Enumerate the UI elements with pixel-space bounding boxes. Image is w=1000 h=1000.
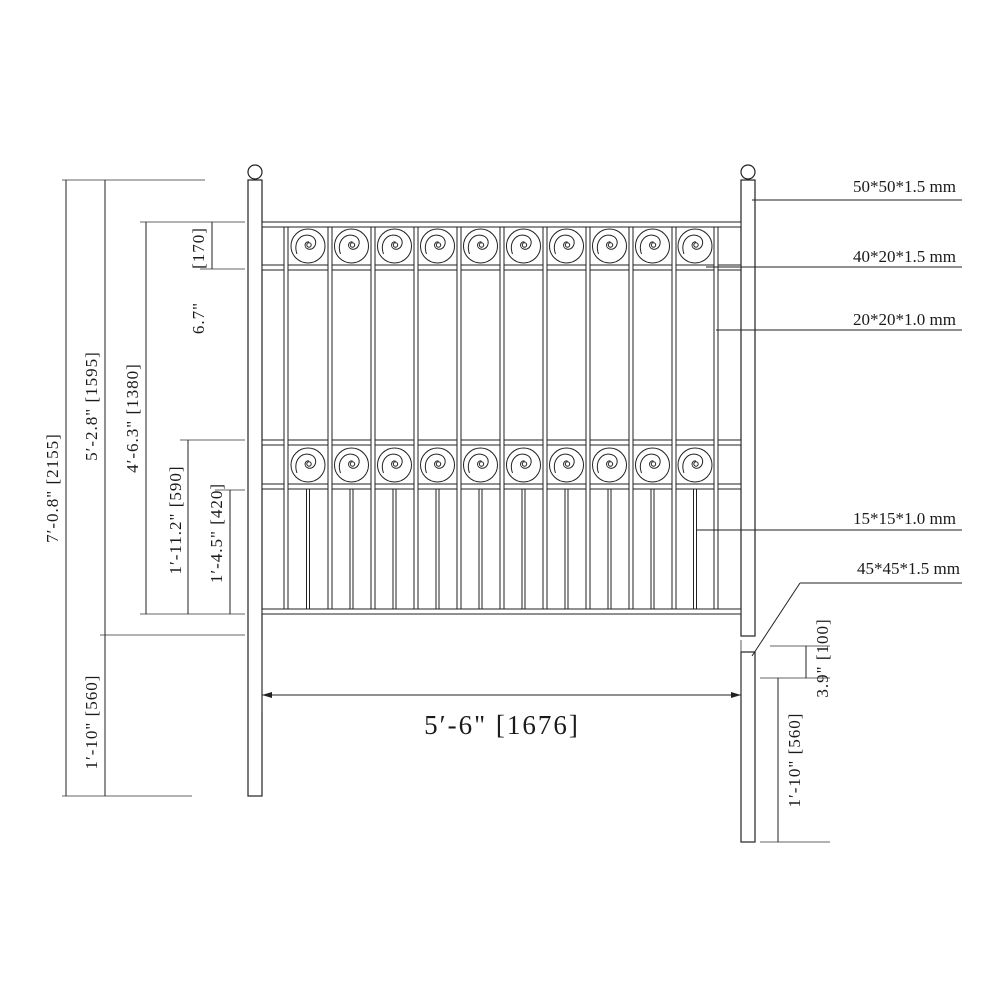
scroll-ring (506, 228, 541, 264)
height-panel-label: 4′-6.3" [1380] (123, 363, 142, 473)
scroll-ring (377, 228, 412, 264)
height-total-label: 7′-0.8" [2155] (43, 433, 62, 543)
short-picket (564, 488, 569, 610)
picket (542, 226, 548, 610)
scroll-ring (290, 228, 326, 264)
short-picket (521, 488, 526, 610)
width-label: 5′-6" [1676] (424, 710, 580, 740)
scroll-ring (592, 447, 627, 483)
short-picket (349, 488, 354, 610)
scroll-ring (677, 447, 713, 483)
scroll-ring (334, 447, 369, 483)
scroll-ring (635, 447, 670, 483)
scroll-ring (463, 228, 498, 264)
burial-left-label: 1′-10" [560] (82, 675, 101, 770)
scroll-ring (549, 447, 584, 483)
scroll-ring (420, 228, 455, 264)
burial-right-label: 1′-10" [560] (785, 713, 804, 808)
picket (628, 226, 634, 610)
width-dimension: 5′-6" [1676] (261, 640, 742, 740)
left-dimension-lines (62, 179, 245, 797)
callout-short-picket: 15*15*1.0 mm (853, 509, 956, 528)
scroll-ring (506, 447, 541, 483)
short-picket (392, 488, 397, 610)
scroll-ring (463, 447, 498, 483)
callout-post: 50*50*1.5 mm (853, 177, 956, 196)
pickets-upper (283, 226, 719, 610)
scroll-ring (592, 228, 627, 264)
scroll-ornaments (290, 228, 713, 483)
short-picket (478, 488, 483, 610)
scroll-ring (377, 447, 412, 483)
left-post (247, 164, 263, 797)
short-picket (435, 488, 440, 610)
right-post (740, 164, 756, 843)
picket (585, 226, 591, 610)
mid-to-bottom-label: 1′-11.2" [590] (166, 465, 185, 574)
callout-rail: 40*20*1.5 mm (853, 247, 956, 266)
callout-post-end: 45*45*1.5 mm (857, 559, 960, 578)
scroll-ring (420, 447, 455, 483)
picket (370, 226, 376, 610)
picket (327, 226, 333, 610)
picket (671, 226, 677, 610)
short-picket (607, 488, 612, 610)
right-bottom-dimension-lines (751, 582, 962, 843)
picket (456, 226, 462, 610)
scroll-ring (635, 228, 670, 264)
scroll-ring (334, 228, 369, 264)
top-band-label: [170] (189, 227, 208, 269)
picket (283, 226, 289, 610)
scroll-ring (677, 228, 713, 264)
short-picket (306, 488, 310, 610)
picket (499, 226, 505, 610)
callout-leaders (696, 199, 962, 531)
callout-picket: 20*20*1.0 mm (853, 310, 956, 329)
short-picket (650, 488, 655, 610)
short-picket (693, 488, 697, 610)
pickets-lower (306, 488, 697, 610)
top-band-inch-label: 6.7" (189, 302, 208, 334)
picket (413, 226, 419, 610)
scroll-ring (549, 228, 584, 264)
height-above-ground-label: 5′-2.8" [1595] (82, 351, 101, 461)
ground-gap-label: 3.9" [100] (813, 618, 832, 697)
lower-rail-label: 1′-4.5" [420] (207, 483, 226, 583)
picket (713, 226, 719, 610)
scroll-ring (290, 447, 326, 483)
